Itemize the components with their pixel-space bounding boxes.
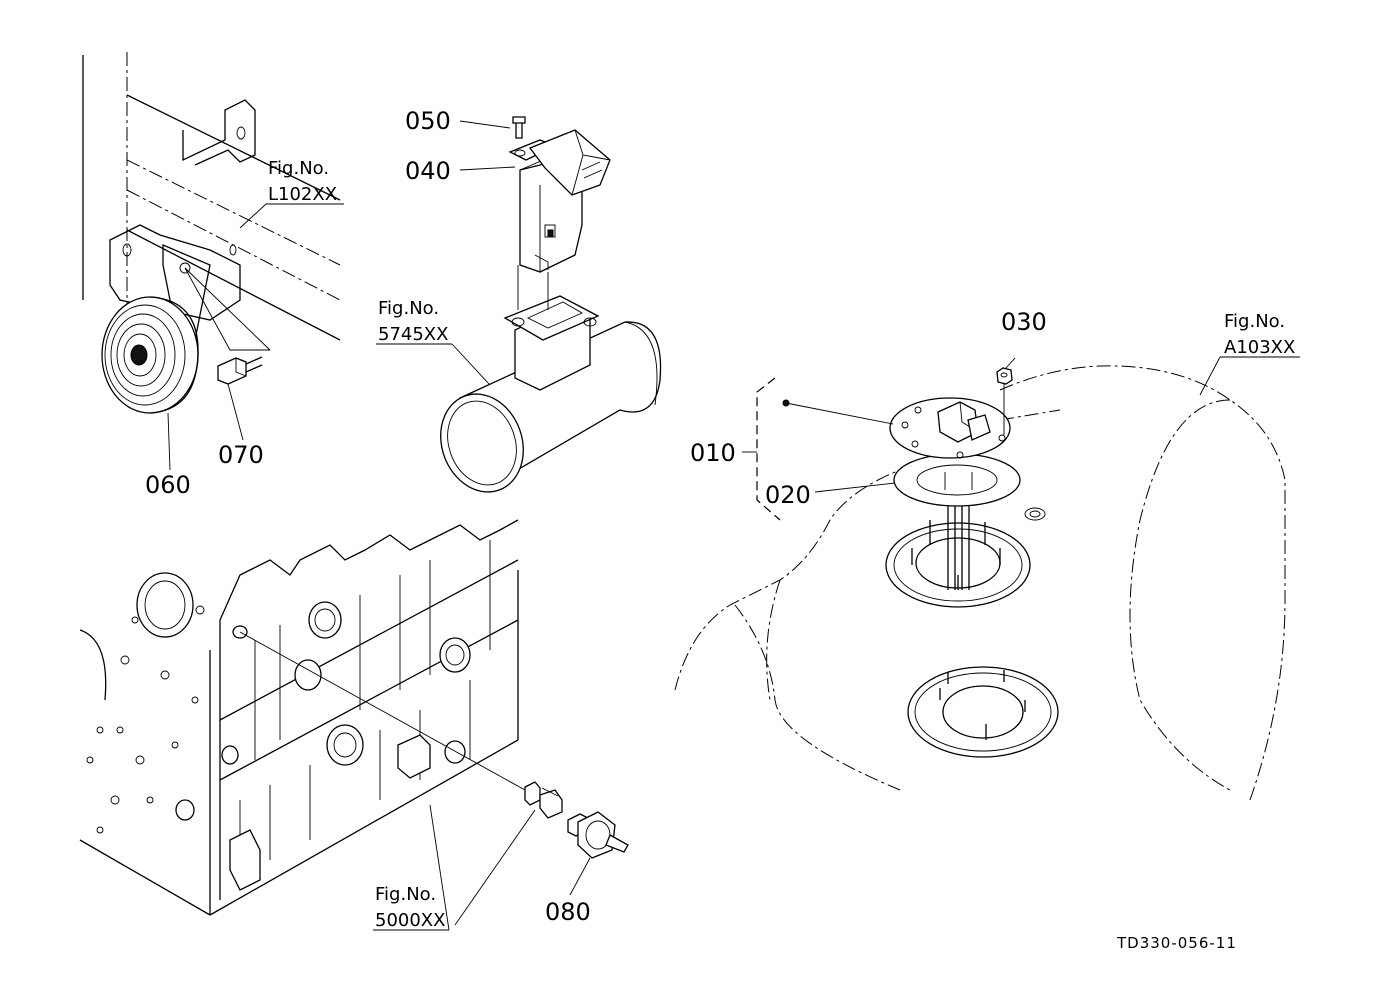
intake-sensor-assembly: Fig.No. 5745XX 050 040 <box>376 107 662 493</box>
part-label-030: 030 <box>1001 308 1047 336</box>
fig-ref-caption-l102: Fig.No. <box>268 158 329 179</box>
drawing-id: TD330-056-11 <box>1116 934 1237 952</box>
part-label-040: 040 <box>405 157 451 185</box>
part-label-020: 020 <box>765 481 811 509</box>
part-label-010: 010 <box>690 439 736 467</box>
fig-ref-number-5745: 5745XX <box>378 324 448 345</box>
fig-ref-caption-5745: Fig.No. <box>378 298 439 319</box>
fig-ref-caption-a103: Fig.No. <box>1224 311 1285 332</box>
part-label-070: 070 <box>218 441 264 469</box>
fuel-tank-assembly: Fig.No. A103XX 030 010 020 <box>674 308 1300 801</box>
engine-block-assembly: Fig.No. 5000XX 080 <box>79 519 629 931</box>
fig-ref-number-a103: A103XX <box>1224 337 1295 358</box>
fig-ref-number-l102: L102XX <box>268 184 337 205</box>
part-label-080: 080 <box>545 898 591 926</box>
fig-ref-caption-5000: Fig.No. <box>375 884 436 905</box>
part-label-050: 050 <box>405 107 451 135</box>
part-label-060: 060 <box>145 471 191 499</box>
fig-ref-number-5000: 5000XX <box>375 910 445 931</box>
horn-assembly: Fig.No. L102XX 060 070 <box>82 52 344 499</box>
